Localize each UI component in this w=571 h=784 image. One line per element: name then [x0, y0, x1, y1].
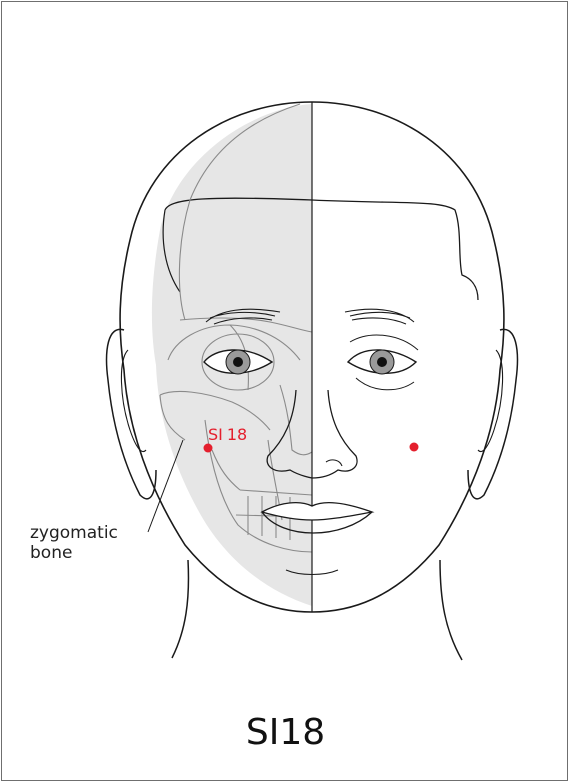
- annotation-line2: bone: [30, 543, 72, 563]
- neck-left: [172, 560, 188, 658]
- point-label-abbrev: SI: [208, 425, 223, 444]
- point-label-number: 18: [227, 425, 247, 444]
- ear-right-inner: [478, 350, 503, 452]
- ear-left-inner: [121, 350, 146, 452]
- eyebrow-right: [345, 309, 414, 324]
- page-title: SI18: [0, 712, 571, 753]
- annotation-line1: zygomatic: [30, 523, 118, 543]
- acupoint-si18-left-marker: [204, 444, 213, 453]
- nostril-right: [326, 460, 342, 466]
- acupoint-si18-right-marker: [410, 443, 419, 452]
- neck-right: [440, 560, 462, 660]
- eye-right: [348, 335, 418, 390]
